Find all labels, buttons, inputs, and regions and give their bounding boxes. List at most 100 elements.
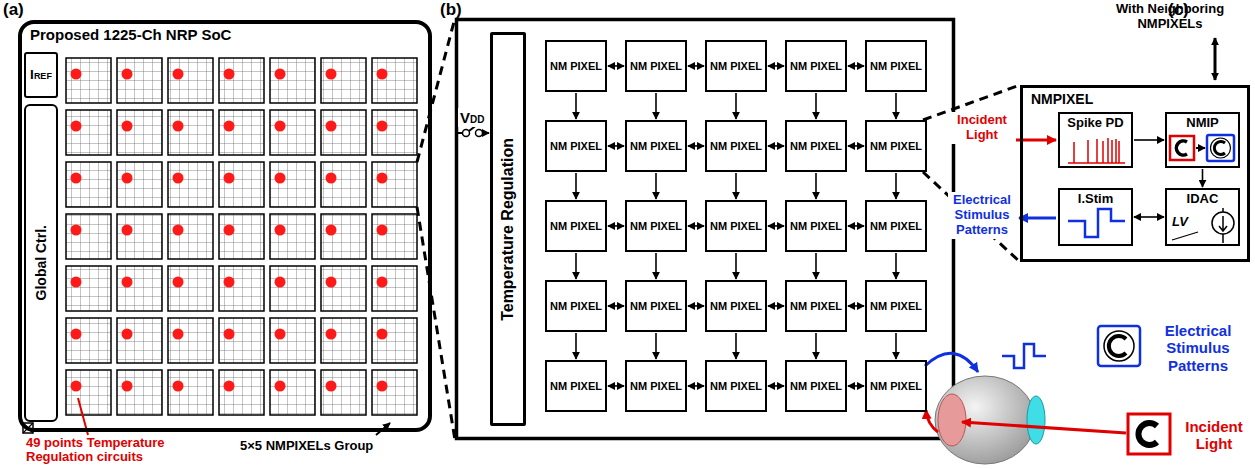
neighbor-arrow	[1214, 38, 1217, 80]
pixel-group	[270, 370, 315, 415]
regulator-bar: Temperature Regulation	[490, 32, 526, 426]
pixel-group	[219, 266, 264, 311]
node-label: NM PIXEL	[550, 220, 602, 233]
switch-contact	[476, 130, 483, 137]
pixel-group	[117, 162, 162, 207]
pixel-group	[66, 58, 111, 103]
pixel-box: NM PIXEL	[705, 280, 767, 332]
pixel-box: NM PIXEL	[705, 120, 767, 172]
temperature-point	[326, 173, 337, 184]
connector-arrow	[1134, 216, 1164, 218]
label-slot: 49 points Temperature Regulation circuit…	[26, 436, 201, 465]
stimulus-icon	[1211, 138, 1231, 158]
temperature-point	[326, 225, 337, 236]
connector-arrow	[735, 253, 737, 279]
temperature-point	[224, 329, 235, 340]
temperature-point	[275, 225, 286, 236]
retina	[938, 394, 966, 446]
node-label: Temperature Regulation	[499, 138, 517, 321]
temperature-point	[326, 69, 337, 80]
pixel-group	[117, 370, 162, 415]
pixel-group	[321, 370, 366, 415]
temperature-point	[326, 329, 337, 340]
connector-arrow	[688, 65, 704, 67]
temperature-point	[71, 69, 82, 80]
pixel-box: NM PIXEL	[865, 200, 927, 252]
pixel-group	[321, 266, 366, 311]
pixel-group	[117, 58, 162, 103]
connector-arrow	[655, 173, 657, 199]
connector-arrow	[848, 385, 864, 387]
pixel-box: NM PIXEL	[625, 40, 687, 92]
connector-arrow	[608, 225, 624, 227]
pixel-group	[168, 266, 213, 311]
temperature-point	[326, 381, 337, 392]
connector-arrow	[895, 253, 897, 279]
callout-note: 5×5 NMPIXELs Group	[240, 439, 373, 454]
control-block: Global Ctrl.	[24, 104, 58, 422]
connector-arrow	[575, 173, 577, 199]
temperature-point	[122, 69, 133, 80]
current-source	[1212, 212, 1234, 234]
node-label: Global Ctrl.	[33, 225, 49, 300]
temperature-point	[224, 277, 235, 288]
connector-arrow	[735, 173, 737, 199]
panel-tag: (b)	[440, 0, 462, 20]
pixel-group	[270, 318, 315, 363]
pixel-box: NM PIXEL	[625, 120, 687, 172]
connector-arrow	[768, 225, 784, 227]
pixel-box: NM PIXEL	[545, 200, 607, 252]
level-slash	[1172, 232, 1198, 240]
pixel-group	[372, 162, 417, 207]
chip-panel: Proposed 1225-Ch NRP SoCIREFGlobal Ctrl.	[18, 20, 432, 432]
node-label: NM PIXEL	[550, 140, 602, 153]
temperature-point	[173, 277, 184, 288]
pixel-group	[66, 214, 111, 259]
pixel-group	[168, 58, 213, 103]
connector-arrow	[848, 305, 864, 307]
map-arrow	[1196, 147, 1205, 149]
node-label: NM PIXEL	[630, 380, 682, 393]
eye-ball	[935, 376, 1035, 464]
input-note: Incident Light	[950, 112, 1014, 144]
stimulus-icon	[1207, 135, 1234, 161]
pixel-group	[270, 266, 315, 311]
pixel-group	[117, 266, 162, 311]
pixel-box: NM PIXEL	[785, 40, 847, 92]
connector-arrow	[688, 385, 704, 387]
stimulus-icon	[1098, 326, 1140, 366]
landolt-c	[1109, 336, 1126, 356]
pixel-group	[270, 214, 315, 259]
zoom-dash	[417, 18, 455, 440]
switch-contact	[463, 130, 470, 137]
temperature-point	[377, 329, 388, 340]
temperature-point	[71, 381, 82, 392]
node-label: NM PIXEL	[710, 140, 762, 153]
temperature-point	[275, 121, 286, 132]
node-label: NM PIXEL	[870, 60, 922, 73]
pixel-panel: NMPIXELSpike PDNMIPI.StimIDAC	[1020, 85, 1250, 262]
node-label: NM PIXEL	[550, 380, 602, 393]
pixel-box: NM PIXEL	[865, 280, 927, 332]
temperature-point	[224, 69, 235, 80]
signal-note: With Neighboring NMPIXELs	[1090, 2, 1250, 32]
temperature-point	[224, 381, 235, 392]
connector-arrow	[815, 173, 817, 199]
pixel-box: NM PIXEL	[705, 40, 767, 92]
temperature-point	[71, 329, 82, 340]
node-label: NM PIXEL	[870, 380, 922, 393]
temperature-point	[377, 277, 388, 288]
pixel-group	[219, 110, 264, 155]
pixel-group	[117, 318, 162, 363]
label-slot: Electrical Stimulus Patterns	[1146, 322, 1250, 375]
temperature-point	[122, 329, 133, 340]
connector-arrow	[1134, 139, 1164, 141]
pixel-group	[66, 318, 111, 363]
pixel-group	[270, 162, 315, 207]
pixel-group	[372, 214, 417, 259]
pixel-group	[270, 110, 315, 155]
pulse-symbol	[1002, 344, 1046, 368]
pixel-box: NM PIXEL	[625, 360, 687, 412]
label-slot: (b)	[440, 0, 462, 20]
pixel-box: NM PIXEL	[705, 200, 767, 252]
